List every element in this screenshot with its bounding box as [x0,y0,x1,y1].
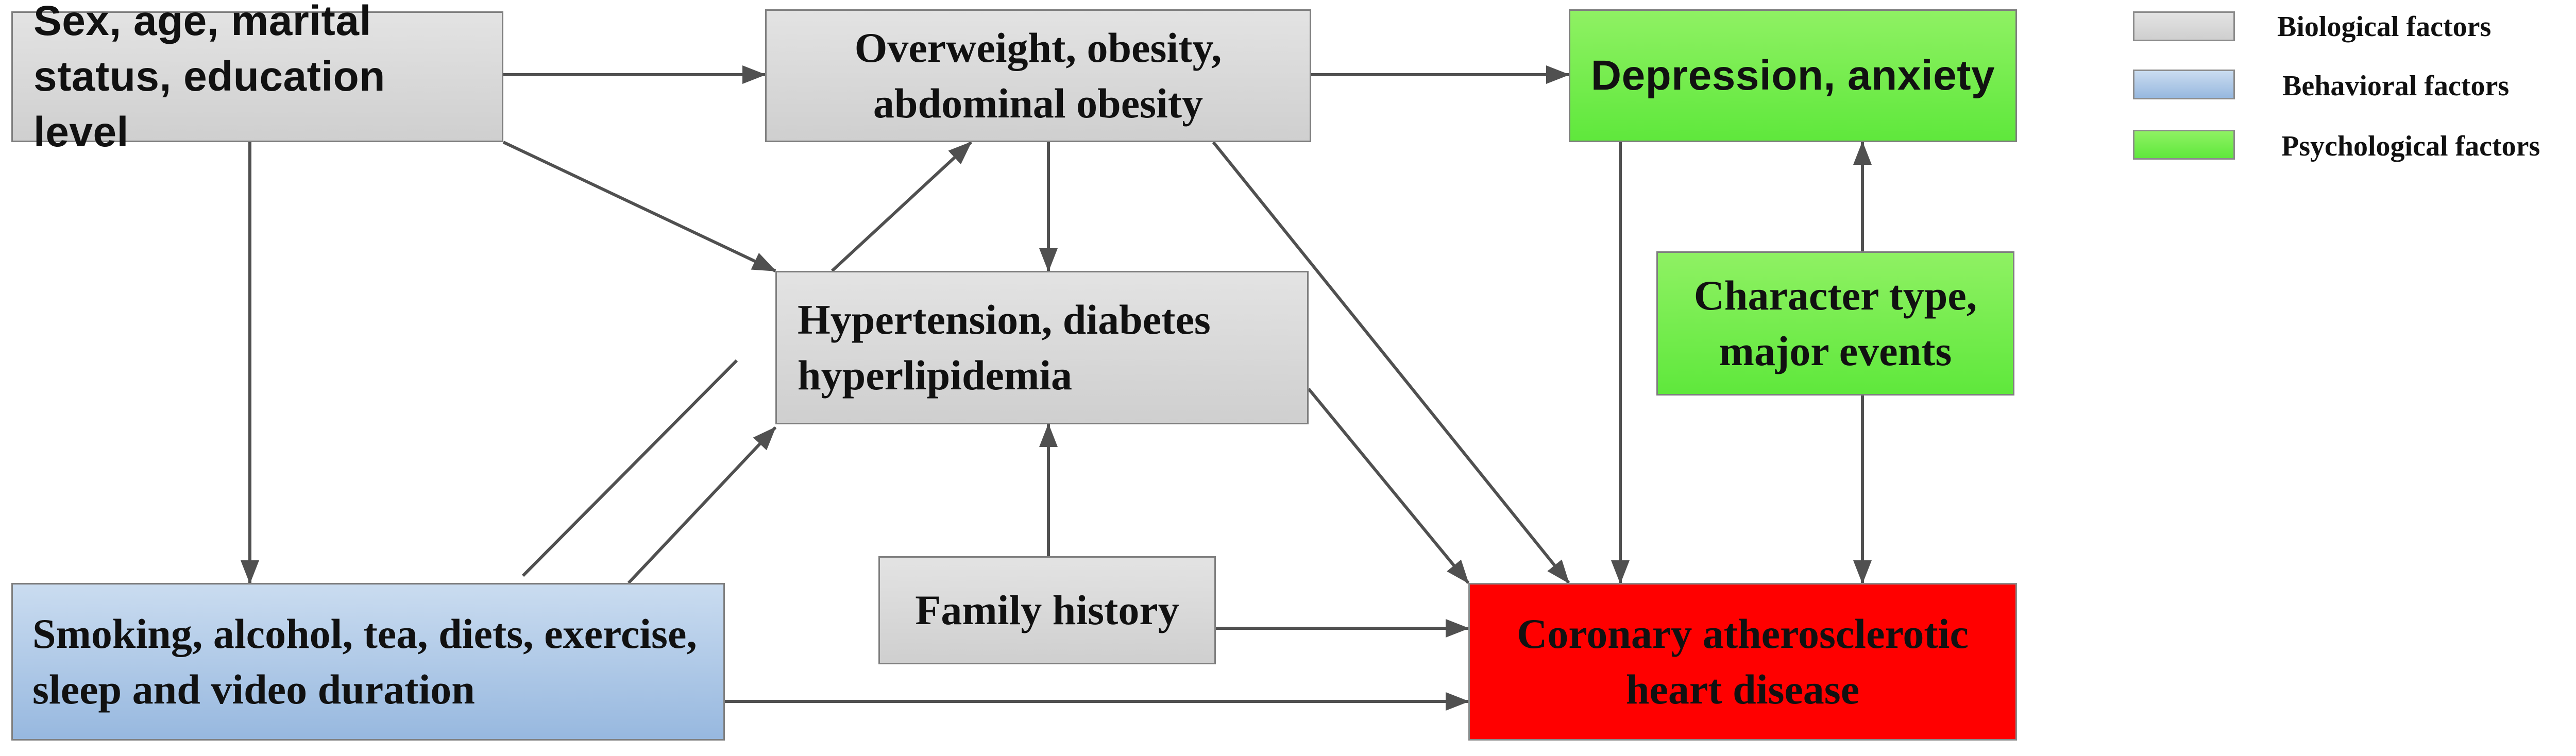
edge-connector [521,359,738,577]
edge-arrow [1307,388,1470,584]
node-depression: Depression, anxiety [1569,9,2017,142]
edge-arrow [1212,141,1570,584]
edge-chronic-to-chd [1307,388,1470,584]
edge-lifestyle-to-obesity [521,141,973,577]
edge-obesity-to-chd [1212,141,1570,584]
node-family-label: Family history [915,586,1179,633]
node-lifestyle-label: Smoking, alcohol, tea, diets, exercise, … [32,610,697,713]
node-demographics: Sex, age, marital status, education leve… [11,0,503,156]
legend-label-behavioral: Behavioral factors [2282,70,2510,102]
legend-label-psychological: Psychological factors [2281,130,2540,162]
node-chronic: Hypertension, diabetes hyperlipidemia [775,271,1309,424]
edge-arrow [831,141,973,272]
node-obesity: Overweight, obesity, abdominal obesity [765,9,1311,142]
legend-label-biological: Biological factors [2277,11,2492,43]
node-character-label: Character type, major events [1693,271,1977,374]
node-family: Family history [878,556,1216,664]
node-lifestyle: Smoking, alcohol, tea, diets, exercise, … [11,583,725,741]
legend-swatch-biological [2133,11,2235,41]
edges-layer [241,65,1872,711]
edge-lifestyle-to-chronic [627,426,777,585]
edge-demographics-to-chronic [502,141,776,272]
edge-arrow [627,426,777,585]
node-chd: Coronary atherosclerotic heart disease [1468,583,2017,741]
node-depression-label: Depression, anxiety [1590,51,1995,99]
node-chronic-label: Hypertension, diabetes hyperlipidemia [798,296,1211,399]
node-demographics-label: Sex, age, marital status, education leve… [33,0,385,156]
node-chd-label: Coronary atherosclerotic heart disease [1517,610,1969,713]
legend-swatch-behavioral [2133,70,2235,99]
node-obesity-label: Overweight, obesity, abdominal obesity [854,24,1222,127]
edge-arrow [502,141,776,272]
node-character: Character type, major events [1656,251,2014,396]
legend-swatch-psychological [2133,130,2235,160]
